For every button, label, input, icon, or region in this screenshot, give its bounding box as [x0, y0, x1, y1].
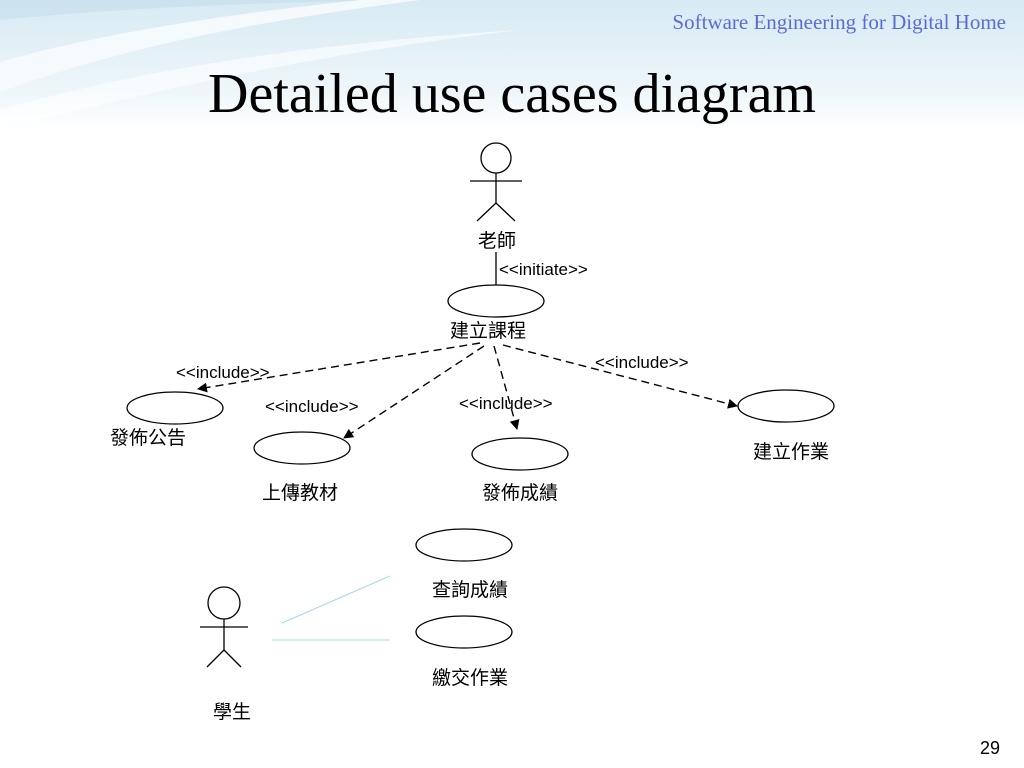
usecase-query-grades-label: 查詢成績 [432, 579, 508, 601]
include-arrow-grades [493, 345, 520, 430]
use-case-ellipses [126, 284, 835, 649]
include-arrow-assignment [502, 344, 738, 409]
actor-student [200, 586, 248, 668]
usecase-query-grades-ellipse [415, 528, 513, 562]
student-label: 學生 [213, 701, 251, 723]
usecase-post-announcement-label: 發佈公告 [110, 427, 186, 449]
teacher-leg-left [476, 202, 497, 222]
usecase-create-course-ellipse [447, 284, 545, 318]
header-banner [0, 0, 1024, 130]
stereotype-include-grades: <<include>> [459, 394, 553, 413]
include-arrow-material [343, 345, 485, 439]
teacher-leg-right [495, 202, 516, 222]
teacher-label: 老師 [478, 230, 516, 252]
actor-teacher [470, 142, 522, 222]
student-leg-left [206, 649, 225, 668]
student-association-query [281, 575, 391, 624]
stereotype-initiate: <<initiate>> [499, 260, 588, 279]
usecase-publish-grades-label: 發佈成績 [482, 482, 558, 504]
course-header: Software Engineering for Digital Home [672, 10, 1006, 34]
usecase-publish-grades-ellipse [471, 437, 569, 471]
include-arrows [197, 342, 738, 439]
usecase-create-course-label: 建立課程 [450, 320, 526, 342]
teacher-head [480, 142, 512, 174]
usecase-create-assignment-ellipse [737, 389, 835, 423]
student-associations [272, 575, 391, 641]
page-number: 29 [979, 738, 1000, 758]
usecase-create-assignment-label: 建立作業 [753, 441, 829, 463]
student-head [207, 586, 241, 620]
stereotype-include-announcement: <<include>> [176, 363, 270, 382]
usecase-post-announcement-ellipse [126, 391, 224, 425]
usecase-upload-material-label: 上傳教材 [262, 482, 338, 504]
stereotype-include-material: <<include>> [265, 397, 359, 416]
stereotype-include-assignment: <<include>> [595, 353, 689, 372]
usecase-submit-assignment-label: 繳交作業 [432, 667, 508, 689]
usecase-upload-material-ellipse [253, 431, 351, 465]
student-leg-right [223, 649, 242, 668]
slide-title: Detailed use cases diagram [208, 63, 816, 125]
usecase-submit-assignment-ellipse [415, 615, 513, 649]
include-arrow-announcement [197, 342, 481, 393]
